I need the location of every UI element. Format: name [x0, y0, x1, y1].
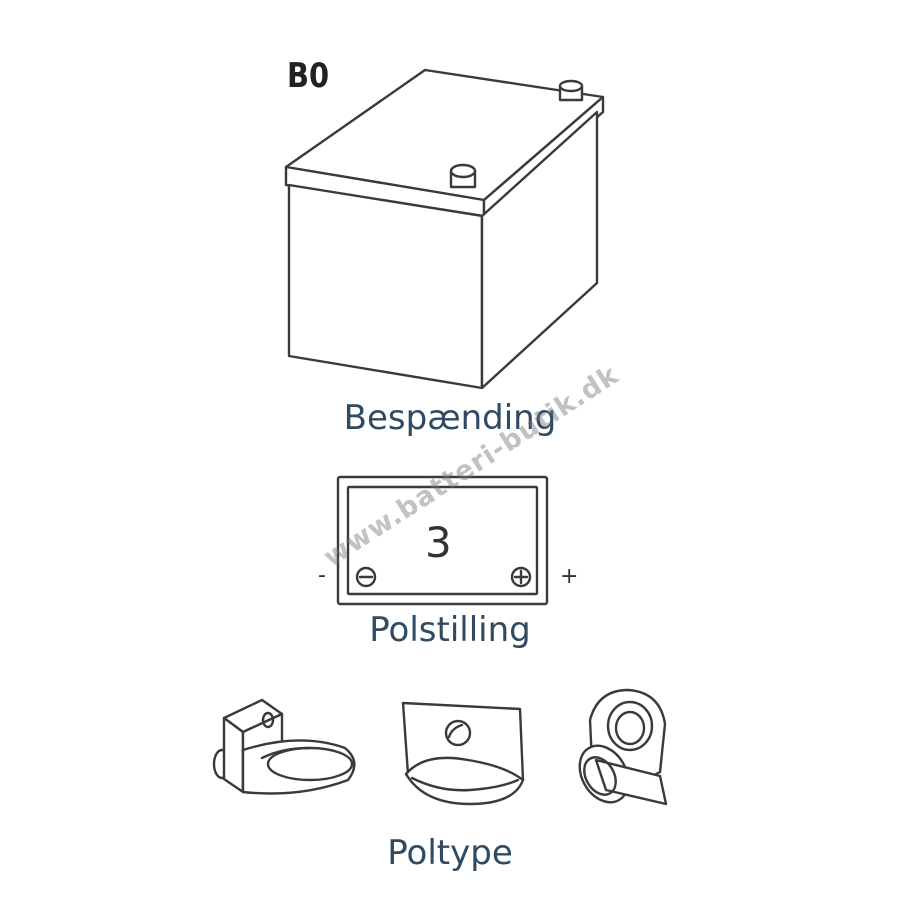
terminal-post-icon [449, 163, 477, 189]
flag-terminal-icon [401, 701, 525, 806]
minus-circle-icon [355, 566, 377, 588]
terminal-layout-diagram [336, 475, 549, 606]
terminal-type-label: Poltype [387, 833, 513, 873]
l-terminal-icon [212, 698, 356, 795]
layout-number: 3 [425, 518, 452, 567]
hold-down-label: Bespænding [343, 398, 557, 438]
plus-sign: + [560, 564, 579, 589]
terminal-types [212, 688, 668, 806]
minus-sign: - [318, 563, 326, 588]
model-code: B0 [287, 56, 330, 96]
ring-terminal-icon [578, 688, 668, 806]
terminal-post-icon [558, 79, 584, 102]
terminal-layout-label: Polstilling [369, 610, 531, 650]
battery-b0-icon [284, 68, 605, 390]
plus-circle-icon [510, 566, 532, 588]
